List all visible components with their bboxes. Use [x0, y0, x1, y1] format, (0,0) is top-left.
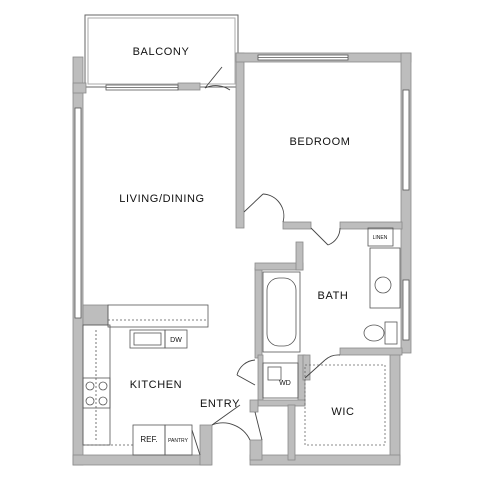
- room-label-kitchen: KITCHEN: [130, 379, 182, 391]
- fixture-label-dw: DW: [170, 337, 182, 344]
- room-label-bedroom: BEDROOM: [289, 136, 350, 148]
- doors: [191, 66, 341, 456]
- fixture-label-wd: WD: [279, 380, 291, 387]
- fixture-label-pantry: PANTRY: [168, 438, 188, 444]
- wic-shelving: [304, 364, 386, 446]
- walls: [72, 52, 412, 466]
- bath-fixtures: [262, 227, 401, 399]
- room-label-balcony: BALCONY: [133, 46, 190, 58]
- room-label-entry: ENTRY: [200, 398, 240, 410]
- fixture-label-linen: LINEN: [373, 235, 388, 241]
- room-label-bath: BATH: [318, 290, 349, 302]
- fixture-label-ref: REF.: [140, 435, 157, 444]
- windows: [74, 54, 410, 341]
- room-label-wic: WIC: [331, 406, 354, 418]
- room-label-living-dining: LIVING/DINING: [119, 193, 204, 205]
- kitchen-counters: [82, 304, 209, 456]
